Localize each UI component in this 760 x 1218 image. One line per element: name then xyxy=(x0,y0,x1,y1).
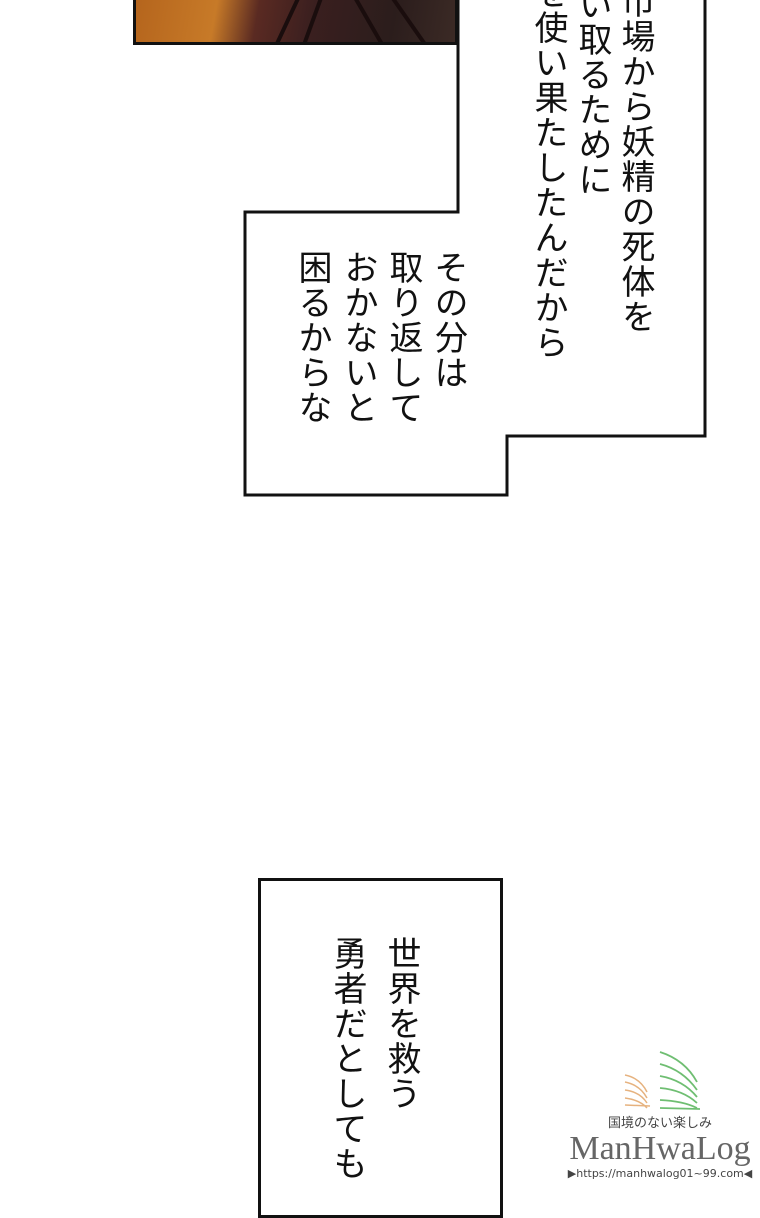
narration-line: 世界を救う xyxy=(381,936,421,1111)
narration-box-3: 世界を救う 勇者だとしても xyxy=(258,878,503,1218)
narration-line: 困るからな xyxy=(292,250,332,425)
narration-line: おかないと xyxy=(338,250,378,425)
narration-line: を使い果たしたんだから xyxy=(528,0,568,360)
narration-line: 取り返して xyxy=(383,250,423,425)
narration-line: 買い取るために xyxy=(572,0,612,197)
speech-box-outline xyxy=(243,0,707,497)
narration-line: 勇者だとしても xyxy=(327,936,367,1181)
watermark-logo-icon xyxy=(624,1051,701,1110)
narration-line: 市場から妖精の死体を xyxy=(615,0,655,334)
watermark-url: ▶https://manhwalog01~99.com◀ xyxy=(567,1167,753,1180)
watermark-tagline: 国境のない楽しみ xyxy=(607,1116,712,1131)
comic-panel-art xyxy=(133,0,458,45)
watermark: 国境のない楽しみ ManHwaLog ▶https://manhwalog01~… xyxy=(565,1040,755,1200)
narration-line: その分は xyxy=(428,250,468,390)
watermark-brand: ManHwaLog xyxy=(569,1130,751,1167)
